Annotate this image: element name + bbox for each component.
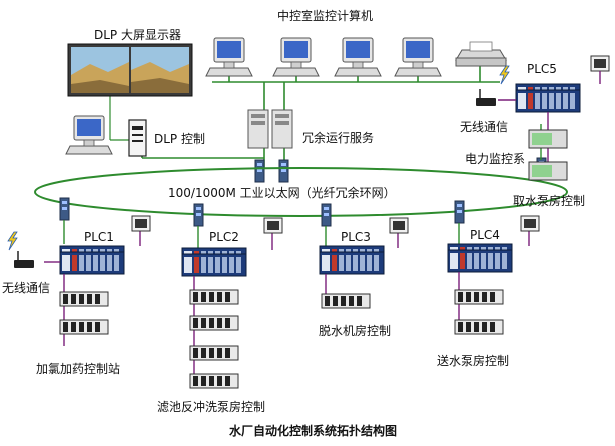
plc4-station bbox=[447, 215, 540, 335]
dewatering-label: 脱水机房控制 bbox=[319, 324, 392, 338]
wireless-modem-icon bbox=[13, 250, 35, 269]
dlp-screen-icon bbox=[67, 43, 193, 97]
wireless-signal-icon bbox=[7, 231, 18, 251]
core-switch-icon bbox=[278, 159, 289, 183]
wireless-right-label: 无线通信 bbox=[460, 120, 509, 134]
wireless-signal-icon bbox=[499, 65, 510, 85]
plc5-label: PLC5 bbox=[527, 62, 557, 76]
dlp-control-computer-icon bbox=[65, 115, 113, 155]
plc3-station bbox=[319, 217, 409, 309]
io-module-icon bbox=[59, 319, 109, 335]
power-meter-icon bbox=[528, 129, 568, 149]
io-module-icon bbox=[189, 315, 239, 331]
plc1-label: PLC1 bbox=[84, 230, 114, 244]
plc5-station bbox=[475, 55, 610, 181]
ring-switch-icon bbox=[454, 200, 465, 224]
plc-rack-icon bbox=[447, 249, 513, 273]
plc-rack-icon bbox=[181, 253, 247, 277]
redundant-servers-icon bbox=[247, 109, 293, 149]
redundant-server-label: 冗余运行服务 bbox=[302, 131, 375, 145]
hmi-icon bbox=[389, 217, 409, 234]
central-computers bbox=[205, 37, 442, 77]
ring-switch-icon bbox=[59, 197, 70, 221]
network-label: 100/1000M 工业以太网（光纤冗余环网） bbox=[168, 186, 396, 200]
ring-switch-icon bbox=[193, 203, 204, 227]
dlp-controller-icon bbox=[128, 119, 147, 157]
fiber-ring bbox=[34, 167, 568, 217]
printer-icon bbox=[455, 41, 507, 67]
io-module-icon bbox=[454, 289, 504, 305]
io-module-icon bbox=[189, 345, 239, 361]
plc1-station bbox=[7, 215, 151, 346]
dlp-control-label: DLP 控制 bbox=[154, 132, 205, 146]
io-module-icon bbox=[189, 289, 239, 305]
filter-backwash-label: 滤池反冲洗泵房控制 bbox=[157, 400, 266, 414]
plc-rack-icon bbox=[515, 89, 581, 113]
delivery-pump-label: 送水泵房控制 bbox=[437, 354, 510, 368]
plc3-label: PLC3 bbox=[341, 230, 371, 244]
hmi-icon bbox=[590, 55, 610, 72]
intake-pump-label: 取水泵房控制 bbox=[513, 194, 586, 208]
hmi-icon bbox=[263, 217, 283, 234]
power-monitor-label: 电力监控系 bbox=[465, 152, 526, 166]
computer-icon bbox=[205, 37, 253, 77]
diagram-title: 水厂自动化控制系统拓扑结构图 bbox=[229, 424, 398, 438]
computer-icon bbox=[272, 37, 320, 77]
central-computers-label: 中控室监控计算机 bbox=[277, 9, 374, 23]
computer-icon bbox=[334, 37, 382, 77]
io-module-icon bbox=[454, 319, 504, 335]
plc4-label: PLC4 bbox=[470, 228, 500, 242]
hmi-icon bbox=[520, 215, 540, 232]
core-switch-icon bbox=[254, 159, 265, 183]
io-module-icon bbox=[321, 293, 371, 309]
chlorine-station-label: 加氯加药控制站 bbox=[36, 362, 121, 376]
plc-rack-icon bbox=[59, 251, 125, 275]
wireless-modem-icon bbox=[475, 88, 497, 107]
power-meter-icon bbox=[528, 161, 568, 181]
hmi-icon bbox=[131, 215, 151, 232]
plc2-station bbox=[181, 217, 283, 389]
ring-switch-icon bbox=[321, 203, 332, 227]
plc2-label: PLC2 bbox=[209, 230, 239, 244]
dlp-screen-label: DLP 大屏显示器 bbox=[94, 28, 181, 42]
io-module-icon bbox=[189, 373, 239, 389]
wireless-left-label: 无线通信 bbox=[2, 281, 51, 295]
plc-rack-icon bbox=[319, 251, 385, 275]
computer-icon bbox=[394, 37, 442, 77]
io-module-icon bbox=[59, 291, 109, 307]
